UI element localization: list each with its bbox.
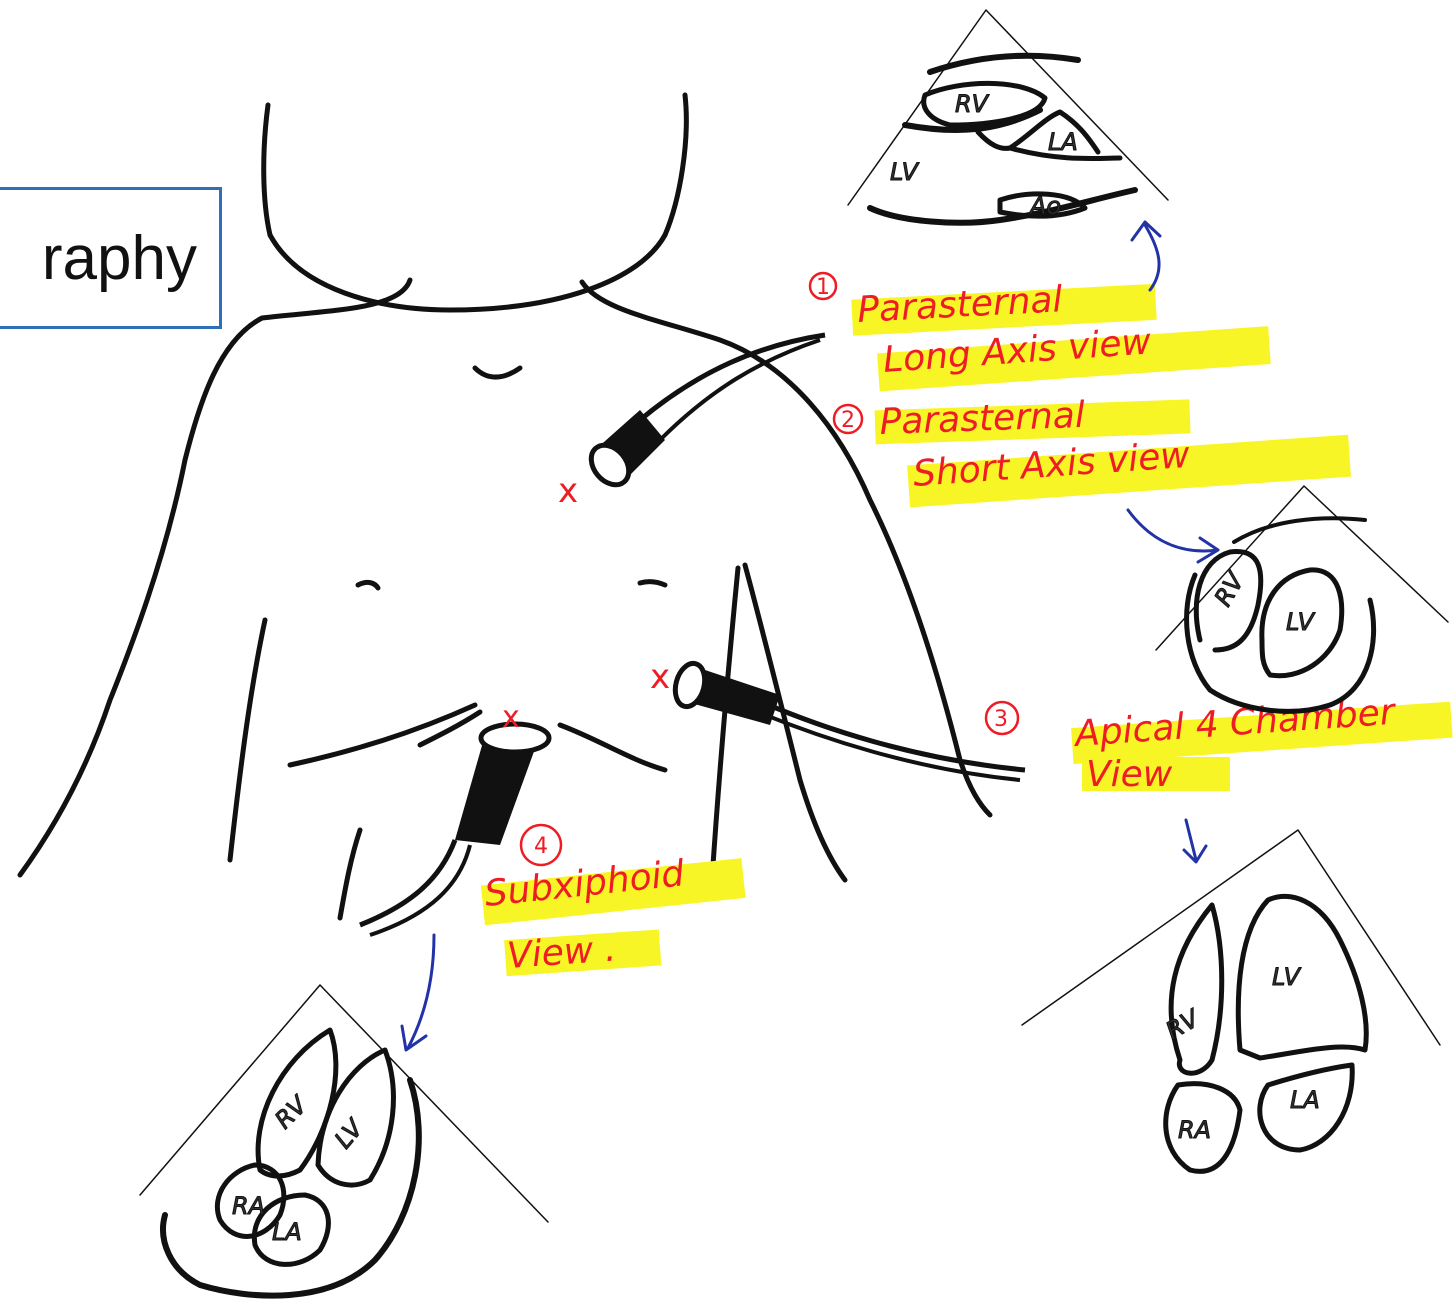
right-arm-inner — [745, 565, 845, 880]
neck-right-line — [665, 95, 686, 235]
a4c-diagram: LV RV RA LA — [1022, 830, 1440, 1171]
probe-marker-4: x — [502, 700, 520, 735]
arrow-to-psax — [1128, 510, 1218, 562]
subxiphoid-label-la: LA — [272, 1218, 302, 1246]
jaw-curve — [270, 235, 665, 310]
view-4-line2: View . — [506, 928, 618, 977]
left-nipple — [358, 582, 378, 588]
subxiphoid-label-ra: RA — [232, 1192, 265, 1220]
right-arm-inner-2 — [712, 568, 738, 880]
rib-left — [290, 705, 475, 765]
arrow-to-plax — [1132, 222, 1160, 290]
plax-label-lv: LV — [890, 158, 920, 186]
view-3-line2: View — [1086, 754, 1173, 795]
probe-marker-3: x — [650, 657, 670, 697]
right-nipple — [640, 582, 665, 585]
plax-label-ao: Ao — [1028, 192, 1061, 220]
subxiphoid-label-lv: LV — [329, 1113, 369, 1154]
psax-diagram: RV LV — [1156, 486, 1448, 711]
waist-left — [340, 830, 360, 918]
subxiphoid-diagram: RV LV RA LA — [140, 985, 548, 1296]
view-3-number: 3 — [994, 707, 1008, 732]
left-shoulder — [20, 280, 410, 875]
a4c-label-rv: RV — [1161, 1004, 1205, 1046]
a4c-label-ra: RA — [1178, 1116, 1211, 1144]
probe-marker-1: x — [558, 471, 578, 511]
psax-label-rv: RV — [1209, 567, 1251, 611]
arrow-to-a4c — [1184, 820, 1206, 862]
a4c-label-la: LA — [1290, 1086, 1320, 1114]
neck-left-line — [264, 105, 270, 235]
plax-label-la: LA — [1048, 128, 1078, 156]
chest-mark — [475, 368, 520, 377]
rib-right — [560, 725, 665, 770]
view-2-number: 2 — [841, 408, 855, 433]
probe-parasternal — [584, 335, 825, 492]
view-2-line1: Parasternal — [879, 395, 1086, 443]
subxiphoid-label-rv: RV — [269, 1090, 313, 1134]
view-4-number: 4 — [534, 834, 548, 859]
psax-label-lv: LV — [1286, 608, 1316, 636]
view-1-number: 1 — [816, 275, 830, 300]
arrow-to-subxiphoid — [402, 935, 434, 1050]
plax-diagram: RV LA LV Ao — [848, 10, 1168, 223]
left-arm-inner — [230, 620, 265, 860]
a4c-label-lv: LV — [1272, 963, 1302, 991]
plax-label-rv: RV — [955, 90, 990, 118]
